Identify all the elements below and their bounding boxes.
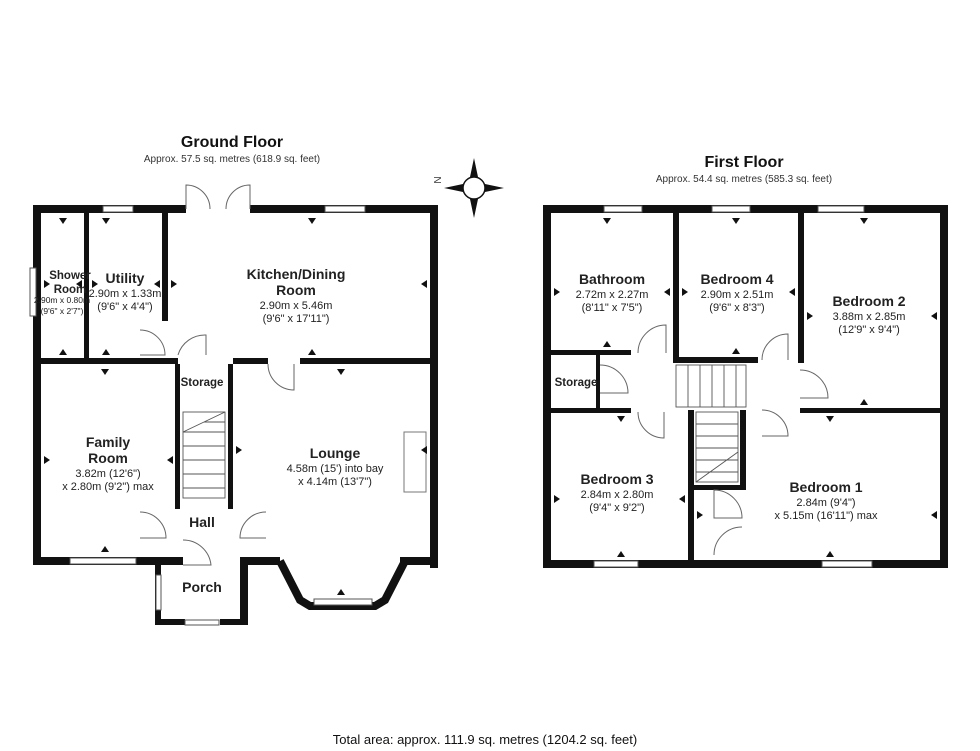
bedroom-2-name: Bedroom 2 [832,293,905,309]
first-floor-area: Approx. 54.4 sq. metres (585.3 sq. feet) [656,174,832,185]
ground-floor-stairs [182,411,226,499]
lounge-dim-1: 4.58m (15') into bay [287,463,384,475]
shower-room-name-2: Room [54,284,87,296]
shower-room-dim-2: (9'6" x 2'7") [41,306,84,316]
bedroom-1-dim-2: x 5.15m (16'11") max [774,510,878,522]
bedroom-3-dim-1: 2.84m x 2.80m [581,489,654,501]
first-floor-dimension-arrows [554,218,937,557]
first-storage-name: Storage [555,377,598,389]
first-floor-plan [543,205,948,568]
ground-floor-area: Approx. 57.5 sq. metres (618.9 sq. feet) [144,154,320,165]
bedroom-4-dim-2: (9'6" x 8'3") [709,302,764,314]
ground-floor-dimension-arrows [44,218,427,595]
lounge-dim-2: x 4.14m (13'7") [298,476,372,488]
utility-dim-2: (9'6" x 4'4") [97,301,152,313]
bedroom-4-dim-1: 2.90m x 2.51m [701,289,774,301]
family-room-dim-1: 3.82m (12'6") [75,468,140,480]
first-floor-stairs [675,364,747,483]
utility-name: Utility [106,270,145,286]
shower-room-dim-1: 2.90m x 0.80m [34,295,90,305]
shower-room-name-1: Shower [49,270,91,282]
hall-name: Hall [189,514,215,530]
bedroom-4-name: Bedroom 4 [700,271,773,287]
compass-north-label: N [433,176,444,183]
bathroom-name: Bathroom [579,271,645,287]
kitchen-dim-2: (9'6" x 17'11") [263,313,330,325]
bathroom-dim-2: (8'11" x 7'5") [582,302,643,314]
family-room-name-1: Family [86,434,131,450]
family-room-name-2: Room [88,450,128,466]
family-room-dim-2: x 2.80m (9'2") max [62,481,154,493]
ground-storage-name: Storage [181,377,224,389]
lounge-name: Lounge [310,445,361,461]
bedroom-3-dim-2: (9'4" x 9'2") [589,502,644,514]
kitchen-name-1: Kitchen/Dining [247,266,346,282]
bedroom-1-name: Bedroom 1 [789,479,862,495]
bathroom-dim-1: 2.72m x 2.27m [576,289,649,301]
utility-dim-1: 2.90m x 1.33m [89,288,162,300]
bedroom-2-dim-1: 3.88m x 2.85m [833,311,906,323]
first-floor-title: First Floor [704,154,783,171]
bedroom-1-dim-1: 2.84m (9'4") [796,497,855,509]
kitchen-name-2: Room [276,282,316,298]
porch-name: Porch [182,579,222,595]
ground-floor-title: Ground Floor [181,134,283,151]
bedroom-2-dim-2: (12'9" x 9'4") [838,324,900,336]
bedroom-3-name: Bedroom 3 [580,471,653,487]
kitchen-dim-1: 2.90m x 5.46m [260,300,333,312]
total-area: Total area: approx. 111.9 sq. metres (12… [333,732,637,747]
compass-icon: N [433,158,504,218]
ground-floor-plan [29,184,438,626]
